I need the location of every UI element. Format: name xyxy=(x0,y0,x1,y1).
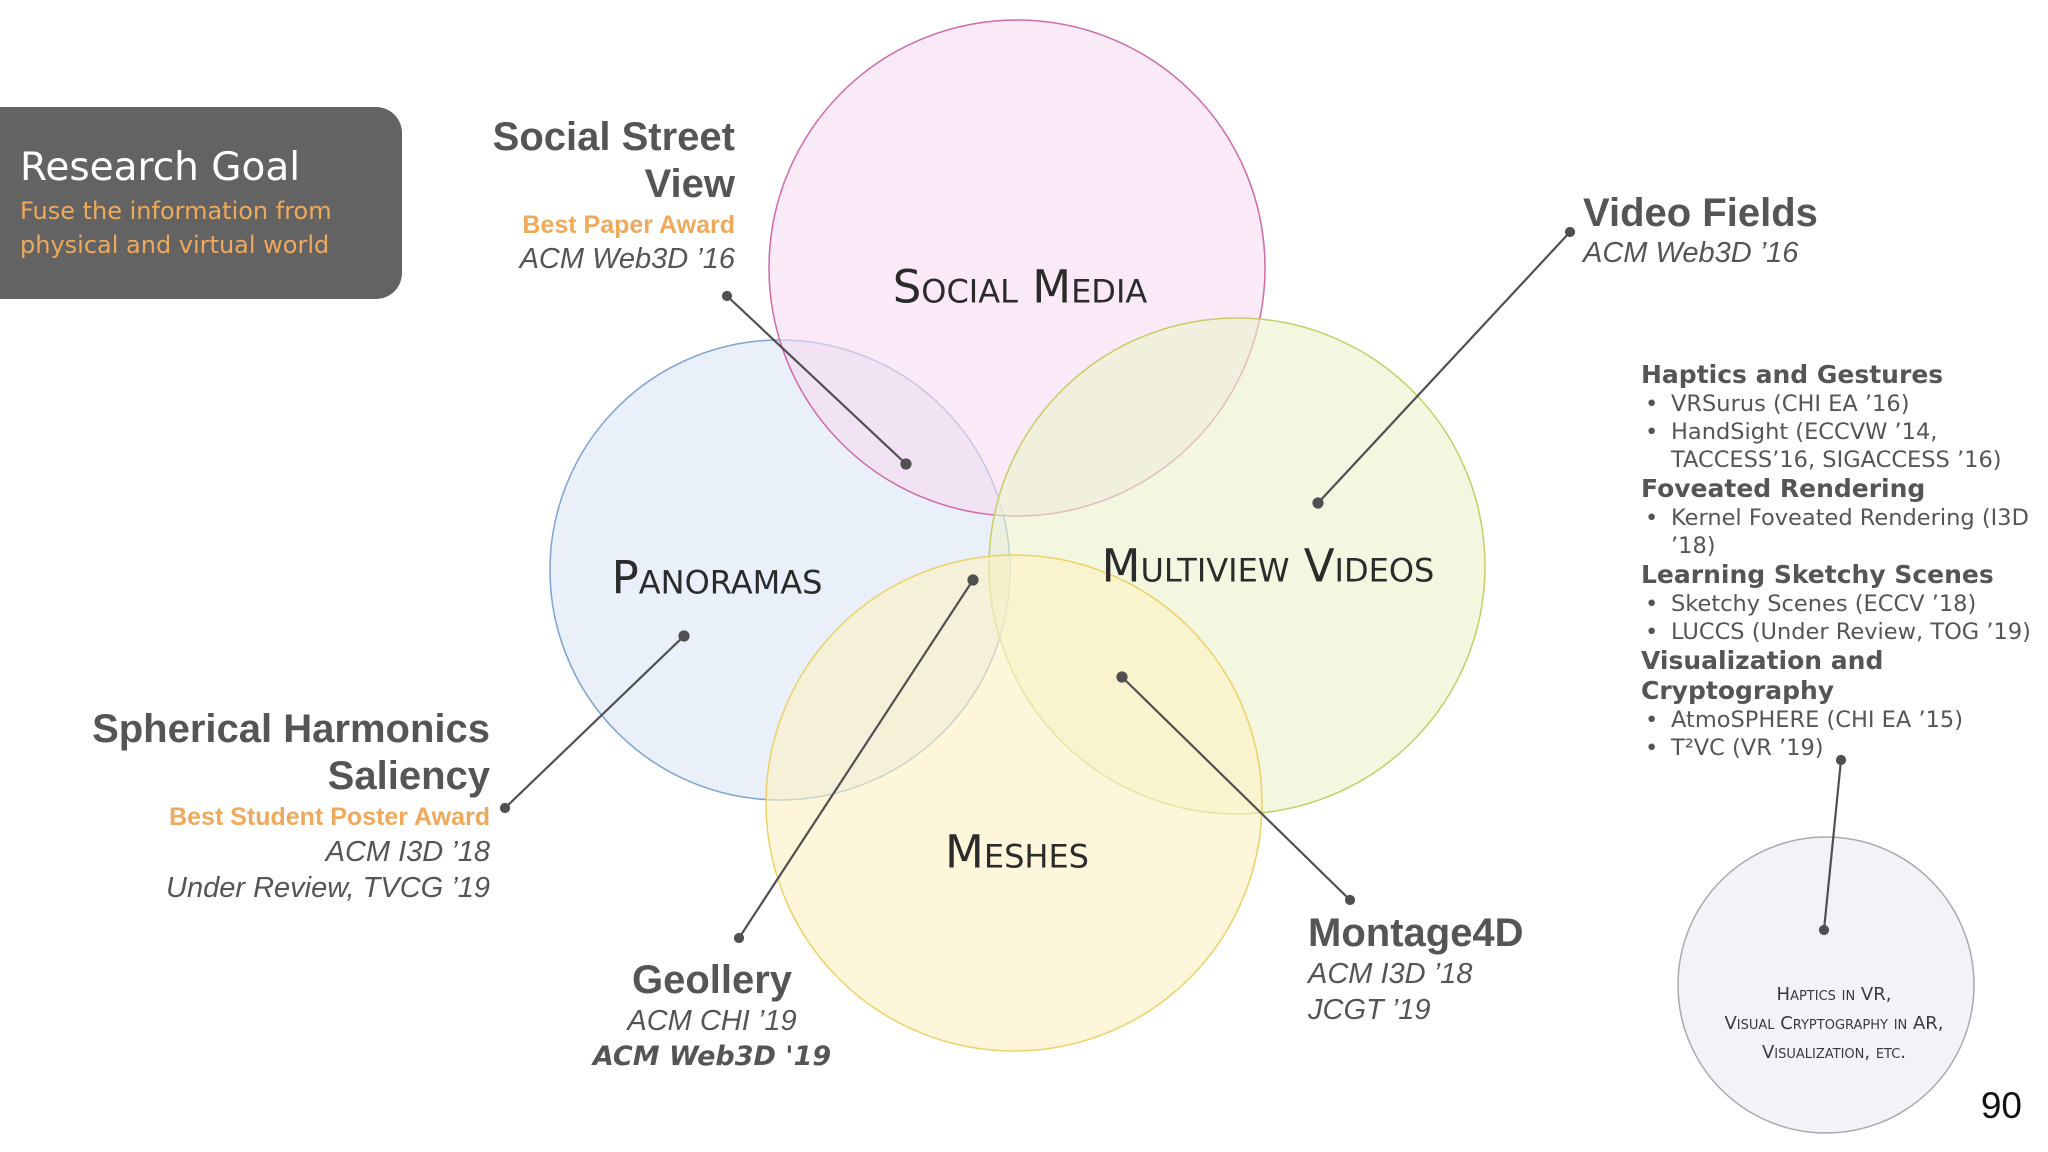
topic-item-handsight-cont: TACCESS’16, SIGACCESS ’16) xyxy=(1641,446,2041,474)
montage4d-connector-end-dot xyxy=(1344,894,1356,906)
topic-item-text: LUCCS (Under Review, TOG ’19) xyxy=(1671,619,2031,645)
topic-item-handsight: • HandSight (ECCVW ’14, xyxy=(1641,418,2041,446)
social-street-view-annotation: Social Street View Best Paper Award ACM … xyxy=(493,114,735,277)
meshes-label: Meshes xyxy=(945,825,1089,879)
topic-item-text: Kernel Foveated Rendering (I3D ’18) xyxy=(1671,505,2029,559)
video-fields-annotation: Video Fields ACM Web3D ’16 xyxy=(1583,190,1818,271)
montage4d-title: Montage4D xyxy=(1308,911,1524,955)
social-street-view-award: Best Paper Award xyxy=(522,211,735,239)
video-fields-connector xyxy=(1317,231,1571,504)
montage4d-connector-start-dot xyxy=(1116,671,1128,683)
topic-item-sketchy-scenes: • Sketchy Scenes (ECCV ’18) xyxy=(1641,590,2041,618)
other-topics-list: Haptics and Gestures • VRSurus (CHI EA ’1… xyxy=(1641,360,2041,762)
future-work-line2: Visual Cryptography in AR, xyxy=(1724,1013,1944,1034)
montage4d-connector xyxy=(1121,676,1351,901)
geollery-connector-start-dot xyxy=(733,932,745,944)
topic-heading-visualization: Visualization and xyxy=(1641,646,1884,675)
topic-item-luccs: • LUCCS (Under Review, TOG ’19) xyxy=(1641,618,2041,646)
video-fields-connector-end-dot xyxy=(1312,497,1324,509)
topic-item-vrsurus: • VRSurus (CHI EA ’16) xyxy=(1641,390,2041,418)
future-work-line1: Haptics in VR, xyxy=(1776,984,1892,1005)
video-fields-title: Video Fields xyxy=(1583,191,1818,235)
topic-heading-haptics: Haptics and Gestures xyxy=(1641,360,1944,389)
montage4d-venue2: JCGT ’19 xyxy=(1308,994,1431,1026)
social-street-view-title-line1: Social Street xyxy=(492,115,735,159)
future-work-connector-start-dot xyxy=(1835,754,1847,766)
geollery-connector xyxy=(738,579,974,939)
research-goal-box: Research Goal Fuse the information from … xyxy=(0,107,402,299)
topic-heading-sketchy: Learning Sketchy Scenes xyxy=(1641,560,1994,589)
page-number: 90 xyxy=(1980,1085,2022,1126)
geollery-title: Geollery xyxy=(631,958,793,1002)
panoramas-label: Panoramas xyxy=(611,551,823,605)
future-work-line3: Visualization, etc. xyxy=(1761,1042,1907,1063)
bullet: • xyxy=(1645,505,1659,531)
spherical-harmonics-venue1: ACM I3D ’18 xyxy=(325,836,490,868)
bullet: • xyxy=(1645,735,1659,761)
bullet: • xyxy=(1645,419,1659,445)
future-work-circle xyxy=(1677,836,1975,1134)
social-street-view-connector-start-dot xyxy=(721,290,733,302)
multiview-videos-label: Multiview Videos xyxy=(1101,539,1435,593)
video-fields-venue: ACM Web3D ’16 xyxy=(1583,237,1799,269)
topic-item-kernel-foveated: • Kernel Foveated Rendering (I3D ’18) xyxy=(1641,504,2041,560)
spherical-harmonics-connector xyxy=(504,635,685,809)
bullet: • xyxy=(1645,619,1659,645)
topic-item-text: VRSurus (CHI EA ’16) xyxy=(1671,391,1910,417)
spherical-harmonics-annotation: Spherical Harmonics Saliency Best Studen… xyxy=(92,706,490,906)
geollery-venue2: ACM Web3D '19 xyxy=(592,1041,832,1072)
geollery-venue1: ACM CHI ’19 xyxy=(627,1005,797,1037)
spherical-harmonics-award: Best Student Poster Award xyxy=(169,803,490,831)
spherical-harmonics-title-line1: Spherical Harmonics xyxy=(92,707,490,751)
meshes-circle xyxy=(765,554,1263,1052)
bullet: • xyxy=(1645,591,1659,617)
spherical-harmonics-connector-start-dot xyxy=(499,802,511,814)
topic-item-text: TACCESS’16, SIGACCESS ’16) xyxy=(1671,447,2002,473)
future-work-connector xyxy=(1822,759,1843,931)
geollery-connector-end-dot xyxy=(967,574,979,586)
topic-item-text: HandSight (ECCVW ’14, xyxy=(1671,419,1938,445)
research-goal-title: Research Goal xyxy=(20,145,301,190)
research-goal-subtitle-line2: physical and virtual world xyxy=(20,231,330,259)
social-street-view-connector-end-dot xyxy=(900,458,912,470)
social-media-label: Social Media xyxy=(892,260,1148,314)
topic-heading-foveated: Foveated Rendering xyxy=(1641,474,1926,503)
research-goal-subtitle-line1: Fuse the information from xyxy=(20,197,332,225)
montage4d-annotation: Montage4D ACM I3D ’18 JCGT ’19 xyxy=(1308,910,1524,1028)
video-fields-connector-start-dot xyxy=(1564,226,1576,238)
social-street-view-venue: ACM Web3D ’16 xyxy=(519,243,735,275)
future-work-connector-end-dot xyxy=(1818,924,1830,936)
spherical-harmonics-venue2: Under Review, TVCG ’19 xyxy=(166,872,490,904)
montage4d-venue1: ACM I3D ’18 xyxy=(1308,958,1473,990)
topic-heading-cryptography: Cryptography xyxy=(1641,676,1835,705)
bullet: • xyxy=(1645,707,1659,733)
spherical-harmonics-title-line2: Saliency xyxy=(327,754,490,798)
topic-item-t2vc: • T²VC (VR ’19) xyxy=(1641,734,2041,762)
topic-item-atmosphere: • AtmoSPHERE (CHI EA ’15) xyxy=(1641,706,2041,734)
topic-item-text: T²VC (VR ’19) xyxy=(1671,735,1824,761)
bullet: • xyxy=(1645,391,1659,417)
topic-item-text: Sketchy Scenes (ECCV ’18) xyxy=(1671,591,1977,617)
social-street-view-title-line2: View xyxy=(644,162,735,206)
topic-item-text: AtmoSPHERE (CHI EA ’15) xyxy=(1671,707,1964,733)
spherical-harmonics-connector-end-dot xyxy=(678,630,690,642)
social-street-view-connector xyxy=(726,295,907,465)
